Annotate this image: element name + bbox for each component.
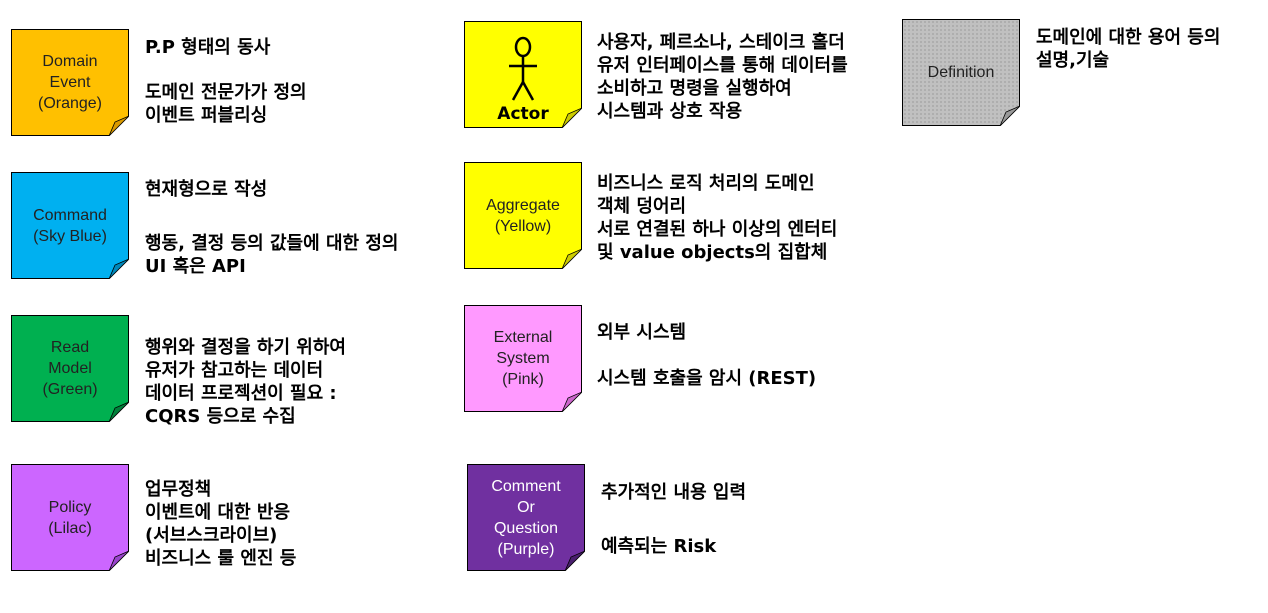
definition-sticky: Definition xyxy=(902,19,1020,126)
desc-line: 이벤트에 대한 반응 xyxy=(145,502,291,523)
page-fold-icon xyxy=(562,249,582,269)
page-fold-icon xyxy=(109,551,129,571)
comment-description: 추가적인 내용 입력 예측되는 Risk xyxy=(601,481,746,558)
desc-line: 현재형으로 작성 xyxy=(145,179,268,200)
actor-label: Actor xyxy=(497,104,549,124)
desc-line: P.P 형태의 동사 xyxy=(145,37,271,58)
page-fold-icon xyxy=(565,551,585,571)
page-fold-icon xyxy=(1000,106,1020,126)
domain-event-description: P.P 형태의 동사 도메인 전문가가 정의 이벤트 퍼블리싱 xyxy=(145,36,307,127)
desc-line: 서로 연결된 하나 이상의 엔터티 xyxy=(597,219,838,240)
page-fold-icon xyxy=(562,108,582,128)
desc-line: 도메인에 대한 용어 등의 xyxy=(1036,27,1221,48)
desc-line: (서브스크라이브) xyxy=(145,525,278,546)
desc-line: 시스템과 상호 작용 xyxy=(597,101,743,122)
aggregate-sticky: Aggregate (Yellow) xyxy=(464,162,582,269)
desc-line: 데이터 프로젝션이 필요 : xyxy=(145,383,337,404)
definition-description: 도메인에 대한 용어 등의 설명,기술 xyxy=(1036,26,1220,72)
domain-event-label: Domain Event (Orange) xyxy=(37,53,103,112)
page-fold-icon xyxy=(562,392,582,412)
desc-line: 시스템 호출을 암시 (REST) xyxy=(597,368,817,389)
desc-line: 도메인 전문가가 정의 xyxy=(145,82,307,103)
external-system-label: External System (Pink) xyxy=(493,329,553,388)
read-model-sticky: Read Model (Green) xyxy=(11,315,129,422)
page-fold-icon xyxy=(109,116,129,136)
actor-sticky: Actor xyxy=(464,21,582,128)
read-model-description: 행위와 결정을 하기 위하여 유저가 참고하는 데이터 데이터 프로젝션이 필요… xyxy=(145,336,346,428)
aggregate-description: 비즈니스 로직 처리의 도메인 객체 덩어리 서로 연결된 하나 이상의 엔터티… xyxy=(597,172,837,264)
actor-description: 사용자, 페르소나, 스테이크 홀더 유저 인터페이스를 통해 데이터를 소비하… xyxy=(597,31,848,123)
desc-line: 비즈니스 룰 엔진 등 xyxy=(145,548,297,569)
page-fold-icon xyxy=(109,402,129,422)
command-description: 현재형으로 작성 행동, 결정 등의 값들에 대한 정의 UI 혹은 API xyxy=(145,178,398,278)
desc-line: 사용자, 페르소나, 스테이크 홀더 xyxy=(597,32,845,53)
stick-figure-icon xyxy=(501,32,545,106)
command-sticky: Command (Sky Blue) xyxy=(11,172,129,279)
desc-line: UI 혹은 API xyxy=(145,256,246,277)
desc-line: 외부 시스템 xyxy=(597,322,687,343)
desc-line: 비즈니스 로직 처리의 도메인 xyxy=(597,173,815,194)
command-label: Command (Sky Blue) xyxy=(33,206,107,245)
definition-label: Definition xyxy=(927,64,995,81)
desc-line: 행위와 결정을 하기 위하여 xyxy=(145,337,346,358)
read-model-label: Read Model (Green) xyxy=(42,339,98,398)
external-system-description: 외부 시스템 시스템 호출을 암시 (REST) xyxy=(597,321,816,390)
desc-line: 유저가 참고하는 데이터 xyxy=(145,360,324,381)
desc-line: CQRS 등으로 수집 xyxy=(145,406,296,427)
desc-line: 예측되는 Risk xyxy=(601,536,717,557)
desc-line: 소비하고 명령을 실행하여 xyxy=(597,78,792,99)
desc-line: 추가적인 내용 입력 xyxy=(601,482,747,503)
desc-line: 업무정책 xyxy=(145,479,212,500)
external-system-sticky: External System (Pink) xyxy=(464,305,582,412)
policy-label: Policy (Lilac) xyxy=(48,498,92,537)
desc-line: 설명,기술 xyxy=(1036,50,1110,71)
desc-line: 유저 인터페이스를 통해 데이터를 xyxy=(597,55,848,76)
desc-line: 객체 덩어리 xyxy=(597,196,687,217)
policy-description: 업무정책 이벤트에 대한 반응 (서브스크라이브) 비즈니스 룰 엔진 등 xyxy=(145,478,296,570)
domain-event-sticky: Domain Event (Orange) xyxy=(11,29,129,136)
comment-label: Comment Or Question (Purple) xyxy=(491,477,561,558)
desc-line: 이벤트 퍼블리싱 xyxy=(145,105,268,126)
comment-sticky: Comment Or Question (Purple) xyxy=(467,464,585,571)
desc-line: 및 value objects의 집합체 xyxy=(597,242,828,263)
page-fold-icon xyxy=(109,259,129,279)
desc-line: 행동, 결정 등의 값들에 대한 정의 xyxy=(145,233,399,254)
aggregate-label: Aggregate (Yellow) xyxy=(486,196,560,235)
policy-sticky: Policy (Lilac) xyxy=(11,464,129,571)
